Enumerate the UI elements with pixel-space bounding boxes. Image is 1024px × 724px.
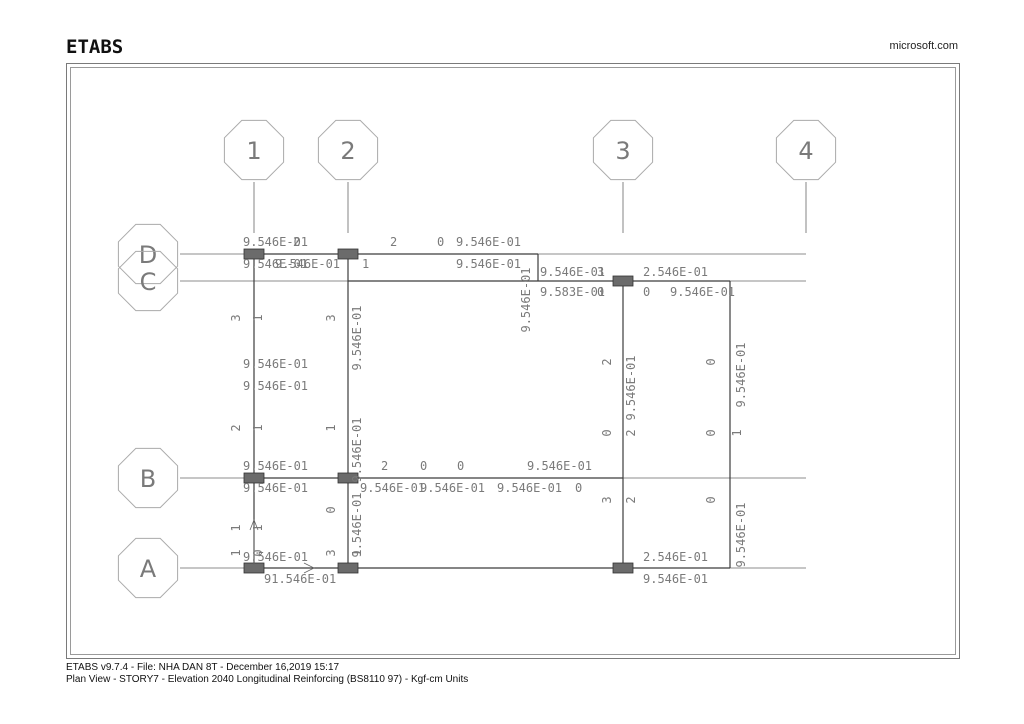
drawing-frame-inner bbox=[70, 67, 956, 655]
reinforcing-label: 9.546E-01 bbox=[540, 265, 605, 279]
grid-bubble-2[interactable] bbox=[317, 119, 379, 181]
reinforcing-label: 2.546E-01 bbox=[643, 550, 708, 564]
grid-bubbles[interactable]: 1 2 3 4DC B A bbox=[117, 119, 837, 599]
reinforcing-label-vertical: 1 bbox=[730, 429, 744, 436]
reinforcing-label-vertical: 9.546E-01 bbox=[734, 502, 748, 567]
reinforcing-label-vertical: 9.546E-01 bbox=[624, 355, 638, 420]
reinforcing-label: 91.546E-01 bbox=[264, 572, 336, 586]
reinforcing-label-vertical: 0 bbox=[600, 429, 614, 436]
reinforcing-label-vertical: 1 bbox=[251, 424, 265, 431]
grid-bubble-3[interactable] bbox=[592, 119, 654, 181]
reinforcing-label: 0 bbox=[420, 459, 427, 473]
reinforcing-label: 0 bbox=[437, 235, 444, 249]
reinforcing-label-vertical: 0 bbox=[704, 496, 718, 503]
footer-view-line: Plan View - STORY7 - Elevation 2040 Long… bbox=[66, 674, 469, 685]
reinforcing-label: 9.546E-01 bbox=[456, 257, 521, 271]
column[interactable] bbox=[243, 472, 265, 484]
reinforcing-label: 9.546E-01 bbox=[670, 285, 735, 299]
reinforcing-label: 9.546E-01 bbox=[643, 572, 708, 586]
axis-arrow-head bbox=[249, 518, 259, 531]
grid-bubble-4[interactable] bbox=[775, 119, 837, 181]
reinforcing-label: 0 bbox=[643, 285, 650, 299]
reinforcing-label-vertical: 9.546E-01 bbox=[350, 417, 364, 482]
grid-bubble-label: 4 bbox=[798, 137, 813, 165]
reinforcing-label: 0 bbox=[597, 285, 604, 299]
reinforcing-label: 9.546E-01 bbox=[456, 235, 521, 249]
reinforcing-label: 2 bbox=[293, 235, 300, 249]
grid-bubble-label: A bbox=[140, 555, 157, 583]
axis-arrow-head bbox=[303, 562, 315, 574]
reinforcing-label: 0 bbox=[457, 459, 464, 473]
reinforcing-label: 1 bbox=[362, 257, 369, 271]
reinforcing-label-vertical: 1 bbox=[229, 549, 243, 556]
reinforcing-label: 9.546E-01 bbox=[243, 550, 308, 564]
column[interactable] bbox=[612, 275, 634, 287]
reinforcing-label: 9.546E-01 bbox=[420, 481, 485, 495]
reinforcing-label-vertical: 2 bbox=[600, 358, 614, 365]
footer-info-line: ETABS v9.7.4 - File: NHA DAN 8T - Decemb… bbox=[66, 662, 340, 673]
grid-bubble-label: C bbox=[140, 268, 157, 296]
grid-bubble-D[interactable] bbox=[117, 223, 179, 285]
reinforcing-label: 0 bbox=[575, 481, 582, 495]
column[interactable] bbox=[337, 248, 359, 260]
grid-bubble-label: B bbox=[140, 465, 156, 493]
reinforcing-label-vertical: 2 bbox=[624, 496, 638, 503]
reinforcing-label-vertical: 9.546E-01 bbox=[350, 492, 364, 557]
grid-bubble-C[interactable] bbox=[117, 250, 179, 312]
reinforcing-label: 9.546E-01 bbox=[243, 459, 308, 473]
reinforcing-label-vertical: 1 bbox=[324, 424, 338, 431]
grid-bubble-label: 2 bbox=[340, 137, 355, 165]
reinforcing-label-vertical: 9.546E-01 bbox=[734, 342, 748, 407]
reinforcing-label: 9.546E-01 bbox=[275, 257, 340, 271]
reinforcing-label-vertical: 1 bbox=[350, 549, 364, 556]
reinforcing-label: 9.546E-01 bbox=[497, 481, 562, 495]
reinforcing-label: 2 bbox=[381, 459, 388, 473]
reinforcing-label: 9.546E-01 bbox=[243, 257, 308, 271]
columns[interactable] bbox=[243, 248, 634, 574]
reinforcing-label-vertical: 9.546E-01 bbox=[519, 267, 533, 332]
beams bbox=[253, 253, 731, 569]
column[interactable] bbox=[243, 248, 265, 260]
reinforcing-label: 2 bbox=[390, 235, 397, 249]
reinforcing-label-vertical: 0 bbox=[704, 358, 718, 365]
reinforcing-label-vertical: 1 bbox=[251, 314, 265, 321]
grid-bubble-label: 3 bbox=[615, 137, 630, 165]
reinforcing-label-vertical: 1 bbox=[251, 524, 265, 531]
reinforcing-label: 9.583E-01 bbox=[540, 285, 605, 299]
reinforcing-label-vertical: 0 bbox=[251, 549, 265, 556]
drawing-frame-outer bbox=[66, 63, 960, 659]
reinforcing-label: 9.546E-01 bbox=[243, 481, 308, 495]
reinforcing-label: 3 bbox=[597, 265, 604, 279]
reinforcing-label-vertical: 1 bbox=[229, 524, 243, 531]
column[interactable] bbox=[337, 472, 359, 484]
grid-bubble-A[interactable] bbox=[117, 537, 179, 599]
reinforcing-label: 9.546E-01 bbox=[527, 459, 592, 473]
reinforcing-label-vertical: 2 bbox=[229, 424, 243, 431]
reinforcing-label: 9.546E-01 bbox=[243, 235, 308, 249]
grid-bubble-B[interactable] bbox=[117, 447, 179, 509]
grid-bubble-label: D bbox=[139, 241, 157, 269]
grid-bubble-label: 1 bbox=[246, 137, 261, 165]
column[interactable] bbox=[337, 562, 359, 574]
reinforcing-label-vertical: 3 bbox=[324, 549, 338, 556]
reinforcing-label-vertical: 2 bbox=[624, 429, 638, 436]
reinforcing-label: 9.546E-01 bbox=[243, 357, 308, 371]
reinforcing-label-vertical: 0 bbox=[324, 506, 338, 513]
local-axes-marker bbox=[249, 518, 315, 574]
reinforcing-label-vertical: 3 bbox=[600, 496, 614, 503]
reinforcing-label-vertical: 3 bbox=[324, 314, 338, 321]
column[interactable] bbox=[612, 562, 634, 574]
grid-bubble-1[interactable] bbox=[223, 119, 285, 181]
reinforcing-label-vertical: 3 bbox=[229, 314, 243, 321]
app-brand: ETABS bbox=[66, 36, 124, 58]
reinforcing-label-vertical: 0 bbox=[704, 429, 718, 436]
reinforcing-label: 9.546E-01 bbox=[243, 379, 308, 393]
reinforcing-label: 2.546E-01 bbox=[643, 265, 708, 279]
reinforcing-label-vertical: 9.546E-01 bbox=[350, 305, 364, 370]
site-label: microsoft.com bbox=[889, 40, 958, 52]
reinforcing-label: 9.546E-01 bbox=[360, 481, 425, 495]
